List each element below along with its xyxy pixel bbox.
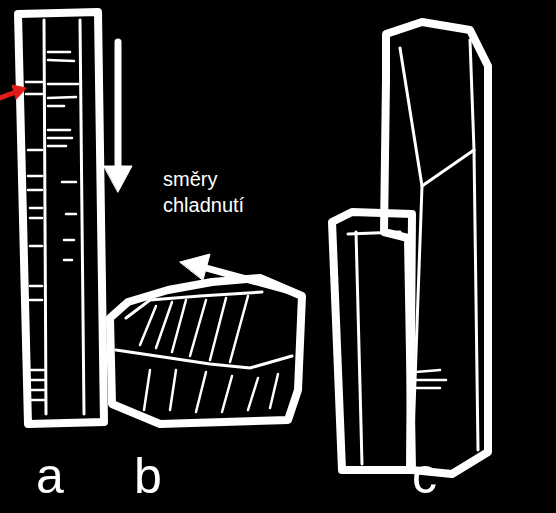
figure-letter: a [36,448,64,504]
rock-b [110,278,302,424]
cooling-note: směry chladnutí [163,166,293,218]
figure-letter: b [134,448,162,504]
column-c-small [332,212,412,470]
column-a [18,12,104,424]
figure-letter: c [412,448,437,504]
column-c-tall [384,22,488,474]
